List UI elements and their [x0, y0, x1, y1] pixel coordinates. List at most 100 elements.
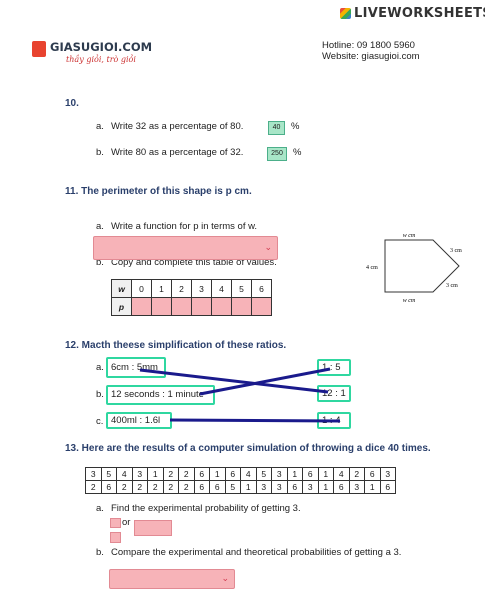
dice-cell: 2 — [162, 480, 179, 494]
table-row: p — [111, 297, 272, 316]
website: Website: giasugioi.com — [322, 51, 420, 62]
q11a-text: Write a function for p in terms of w. — [111, 221, 258, 232]
giasugioi-logo: GIASUGIOI.COM thầy giỏi, trò giỏi — [32, 40, 152, 64]
dice-cell: 2 — [178, 480, 195, 494]
dice-cell: 2 — [85, 480, 102, 494]
table-row: 3 5 4 3 1 2 2 6 1 6 4 5 3 1 6 1 4 2 6 3 — [85, 467, 396, 481]
p-input-0[interactable] — [131, 297, 152, 316]
q12b-label: b. — [96, 389, 104, 400]
dice-cell: 6 — [193, 467, 210, 481]
p-input-5[interactable] — [231, 297, 252, 316]
label-top: w cm — [403, 233, 416, 239]
liveworksheets-logo-text: LIVEWORKSHEETS — [354, 6, 485, 21]
label-left: 4 cm — [366, 265, 378, 271]
dice-cell: 3 — [302, 480, 319, 494]
dice-cell: 5 — [224, 480, 241, 494]
dice-cell: 6 — [209, 480, 226, 494]
table-row: 2 6 2 2 2 2 2 6 6 5 1 3 3 6 3 1 6 3 1 6 — [85, 480, 396, 494]
q13a-answer-input-3[interactable] — [110, 532, 121, 543]
q11b-label: b. — [96, 257, 104, 268]
q11-title: 11. The perimeter of this shape is p cm. — [65, 186, 252, 197]
q13a-text: Find the experimental probability of get… — [111, 503, 301, 514]
q10b-answer-field[interactable]: 250 — [267, 147, 287, 161]
q10a-text: Write 32 as a percentage of 80. — [111, 121, 244, 132]
hotline: Hotline: 09 1800 5960 — [322, 40, 415, 51]
q13b-text: Compare the experimental and theoretical… — [111, 547, 402, 558]
ratio-left-b[interactable]: 12 seconds : 1 minute — [106, 385, 215, 405]
dice-cell: 1 — [286, 467, 303, 481]
q10b-unit: % — [293, 147, 302, 158]
dice-results-table: 3 5 4 3 1 2 2 6 1 6 4 5 3 1 6 1 4 2 6 3 … — [85, 467, 396, 494]
q10-number: 10. — [65, 98, 79, 109]
q11b-text: Copy and complete this table of values. — [111, 257, 277, 268]
match-line-a — [139, 368, 329, 394]
dice-cell: 6 — [286, 480, 303, 494]
p-input-1[interactable] — [151, 297, 172, 316]
q13b-label: b. — [96, 547, 104, 558]
label-right-bottom: 3 cm — [446, 283, 458, 289]
chevron-down-icon: ⌄ — [264, 241, 272, 252]
contact-info: Hotline: 09 1800 5960 Website: giasugioi… — [322, 40, 420, 62]
dice-cell: 3 — [131, 467, 148, 481]
q10a-unit: % — [291, 121, 300, 132]
liveworksheets-logo-icon — [340, 8, 351, 19]
q11a-label: a. — [96, 221, 104, 232]
dice-cell: 6 — [193, 480, 210, 494]
q11-values-table: w 0 1 2 3 4 5 6 p — [111, 279, 272, 316]
p-input-6[interactable] — [251, 297, 272, 316]
giasugioi-logo-icon — [32, 41, 46, 57]
label-right-top: 3 cm — [450, 248, 462, 254]
label-bottom: w cm — [403, 298, 416, 304]
dice-cell: 6 — [379, 480, 396, 494]
dice-cell: 2 — [131, 480, 148, 494]
ratio-right-1[interactable]: 1 : 5 — [317, 359, 351, 376]
brand-tagline: thầy giỏi, trò giỏi — [66, 55, 136, 64]
dice-cell: 3 — [271, 480, 288, 494]
dice-cell: 1 — [147, 467, 164, 481]
brand-name: GIASUGIOI.COM — [50, 40, 153, 54]
chevron-down-icon: ⌄ — [221, 572, 229, 583]
q12c-label: c. — [96, 416, 104, 427]
perimeter-shape-diagram: w cm 3 cm 4 cm 3 cm w cm — [366, 233, 462, 304]
q10a-label: a. — [96, 121, 104, 132]
q13a-label: a. — [96, 503, 104, 514]
dice-cell: 3 — [271, 467, 288, 481]
ratio-right-2[interactable]: 12 : 1 — [317, 385, 351, 402]
dice-cell: 6 — [333, 480, 350, 494]
table-row: w 0 1 2 3 4 5 6 — [111, 279, 272, 298]
q10b-label: b. — [96, 147, 104, 158]
q13-title: 13. Here are the results of a computer s… — [65, 443, 431, 454]
dice-cell: 1 — [364, 480, 381, 494]
dice-cell: 3 — [348, 480, 365, 494]
dice-cell: 4 — [333, 467, 350, 481]
w-header: w — [111, 279, 132, 298]
q10a-answer-field[interactable]: 40 — [268, 121, 285, 135]
dice-cell: 1 — [317, 467, 334, 481]
p-input-2[interactable] — [171, 297, 192, 316]
dice-cell: 6 — [224, 467, 241, 481]
dice-cell: 1 — [240, 480, 257, 494]
dice-cell: 6 — [364, 467, 381, 481]
dice-cell: 3 — [379, 467, 396, 481]
q13a-or-text: or — [122, 517, 131, 528]
q13b-compare-dropdown[interactable]: ⌄ — [109, 569, 235, 589]
dice-cell: 5 — [100, 467, 117, 481]
dice-cell: 3 — [255, 480, 272, 494]
match-line-c — [169, 418, 341, 423]
liveworksheets-logo: LIVEWORKSHEETS — [340, 6, 485, 21]
dice-cell: 4 — [240, 467, 257, 481]
dice-cell: 2 — [178, 467, 195, 481]
dice-cell: 6 — [302, 467, 319, 481]
q12-title: 12. Macth theese simplification of these… — [65, 340, 287, 351]
q11a-function-dropdown[interactable]: ⌄ — [93, 236, 278, 260]
q13a-answer-input-2[interactable] — [134, 520, 172, 536]
dice-cell: 1 — [209, 467, 226, 481]
p-input-4[interactable] — [211, 297, 232, 316]
q13a-answer-input-1[interactable] — [110, 518, 121, 528]
q12a-label: a. — [96, 362, 104, 373]
dice-cell: 4 — [116, 467, 133, 481]
dice-cell: 2 — [116, 480, 133, 494]
dice-cell: 2 — [348, 467, 365, 481]
dice-cell: 2 — [162, 467, 179, 481]
